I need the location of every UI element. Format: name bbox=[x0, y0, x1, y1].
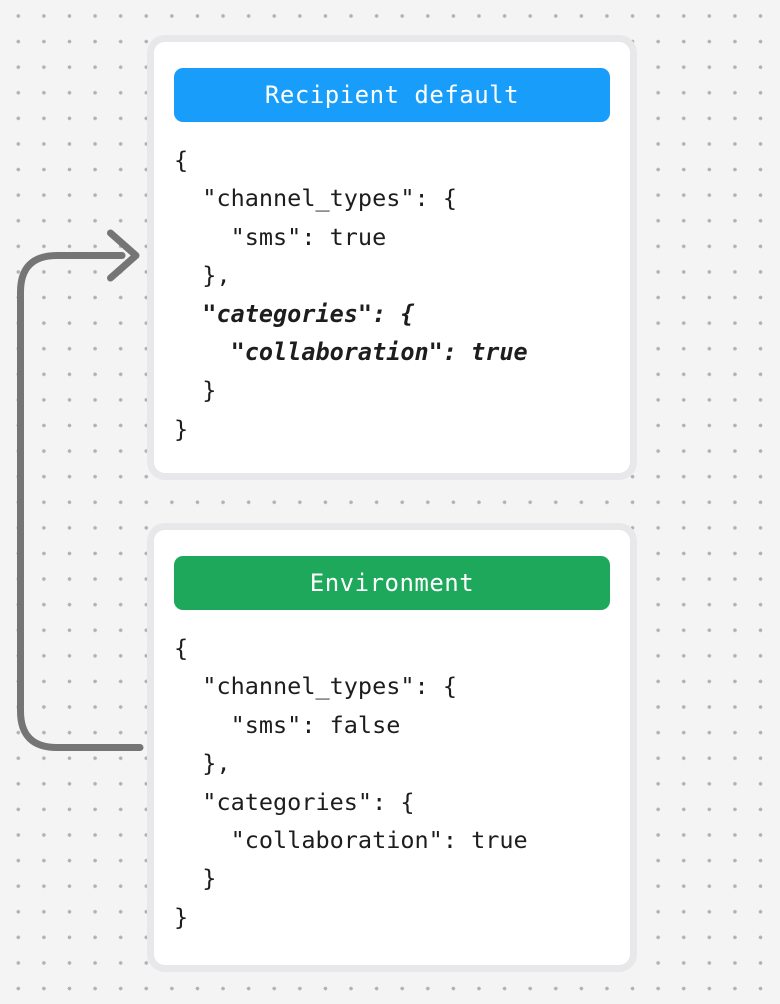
recipient-default-header-badge: Recipient default bbox=[174, 68, 610, 122]
code-line: } bbox=[174, 376, 217, 405]
code-line-emphasized: "categories": { bbox=[174, 299, 415, 328]
code-line-emphasized: "collaboration": true bbox=[174, 338, 528, 367]
environment-header-badge: Environment bbox=[174, 556, 610, 610]
code-line: } bbox=[174, 902, 189, 931]
code-line: } bbox=[174, 414, 189, 443]
code-line: { bbox=[174, 634, 189, 662]
code-line: "collaboration": true bbox=[174, 826, 528, 855]
code-line: } bbox=[174, 864, 217, 893]
code-line: "categories": { bbox=[174, 787, 415, 816]
environment-card: Environment { "channel_types": { "sms": … bbox=[147, 523, 637, 972]
code-line: }, bbox=[174, 749, 231, 778]
code-line: "channel_types": { bbox=[174, 672, 457, 701]
recipient-default-json-block: { "channel_types": { "sms": true }, "cat… bbox=[174, 141, 610, 448]
code-line: "sms": false bbox=[174, 710, 401, 739]
code-line: "channel_types": { bbox=[174, 184, 457, 213]
arrow-head-icon bbox=[107, 229, 140, 282]
environment-json-block: { "channel_types": { "sms": false }, "ca… bbox=[174, 629, 610, 936]
code-line: "sms": true bbox=[174, 222, 387, 251]
arrow-shaft bbox=[17, 252, 144, 751]
code-line: }, bbox=[174, 261, 231, 290]
code-line: { bbox=[174, 146, 189, 174]
recipient-default-card: Recipient default { "channel_types": { "… bbox=[147, 35, 637, 480]
